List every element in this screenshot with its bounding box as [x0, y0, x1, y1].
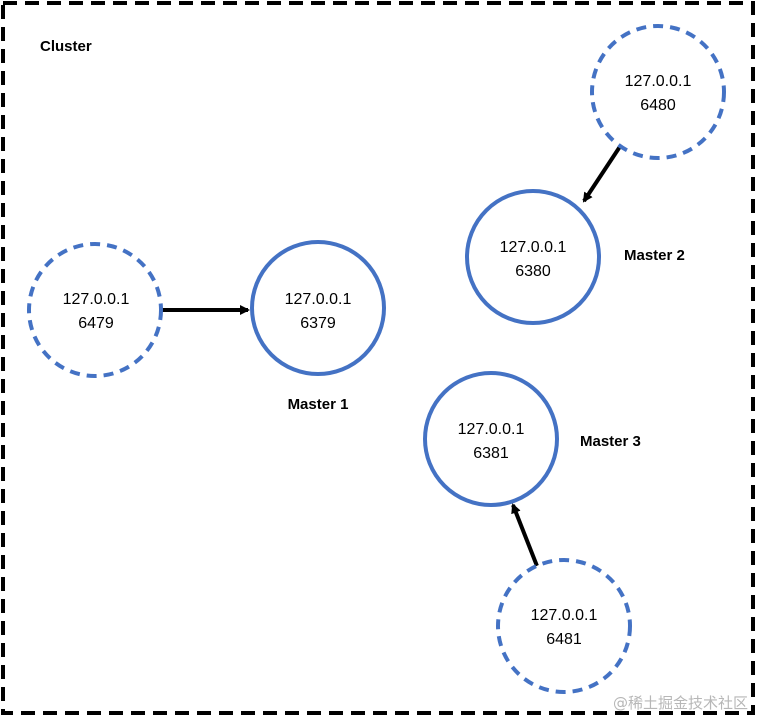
node-port: 6480 — [640, 97, 676, 114]
slave-node-6480: 127.0.0.1 6480 — [590, 24, 726, 160]
node-ip: 127.0.0.1 — [63, 291, 130, 308]
node-ip: 127.0.0.1 — [531, 607, 598, 624]
slave-node-6481: 127.0.0.1 6481 — [496, 558, 632, 694]
master-node-6380: 127.0.0.1 6380 — [465, 189, 601, 325]
watermark: @稀土掘金技术社区 — [613, 694, 748, 712]
master-2-label: Master 2 — [624, 247, 685, 264]
master-1-label: Master 1 — [288, 396, 349, 413]
node-ip: 127.0.0.1 — [625, 73, 692, 90]
master-3-label: Master 3 — [580, 433, 641, 450]
node-ip: 127.0.0.1 — [458, 421, 525, 438]
node-ip: 127.0.0.1 — [500, 239, 567, 256]
node-port: 6481 — [546, 631, 582, 648]
cluster-title: Cluster — [40, 38, 92, 55]
master-node-6381: 127.0.0.1 6381 — [423, 371, 559, 507]
replication-arrow-6481-to-6381 — [511, 503, 539, 567]
node-port: 6381 — [473, 445, 509, 462]
master-node-6379: 127.0.0.1 6379 — [250, 240, 386, 376]
node-port: 6479 — [78, 315, 114, 332]
slave-node-6479: 127.0.0.1 6479 — [27, 242, 163, 378]
node-port: 6380 — [515, 263, 551, 280]
node-ip: 127.0.0.1 — [285, 291, 352, 308]
node-port: 6379 — [300, 315, 336, 332]
replication-arrow-6480-to-6380 — [582, 143, 623, 203]
